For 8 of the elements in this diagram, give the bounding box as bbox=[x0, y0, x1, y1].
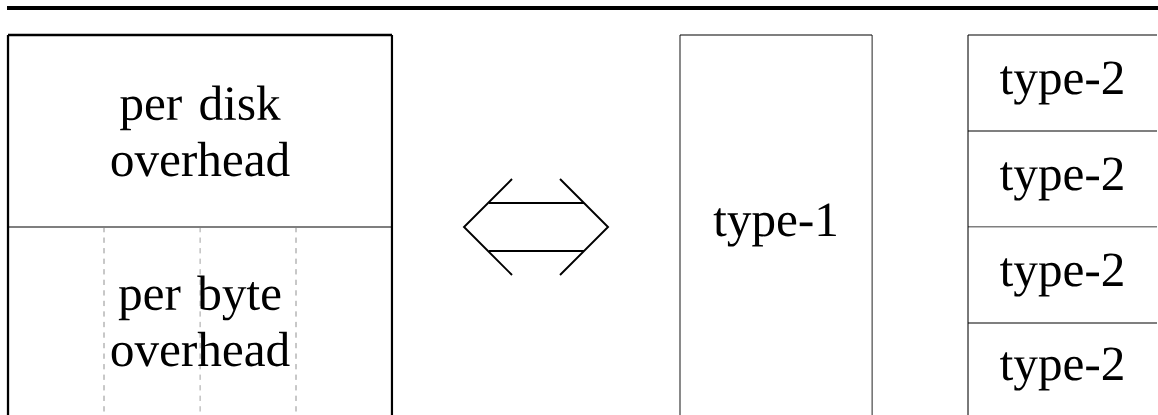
disk-box: type-2 bbox=[967, 34, 1158, 132]
disk-box: type-1 bbox=[679, 34, 873, 415]
disk-box: type-2 bbox=[967, 130, 1158, 228]
section-box: per byte overhead bbox=[103, 226, 297, 415]
section-box: per disk overhead bbox=[7, 85, 393, 228]
memory-block bbox=[6, 33, 394, 415]
disk-box: type-2 bbox=[967, 226, 1158, 324]
disk-box: type-2 bbox=[967, 322, 1123, 415]
